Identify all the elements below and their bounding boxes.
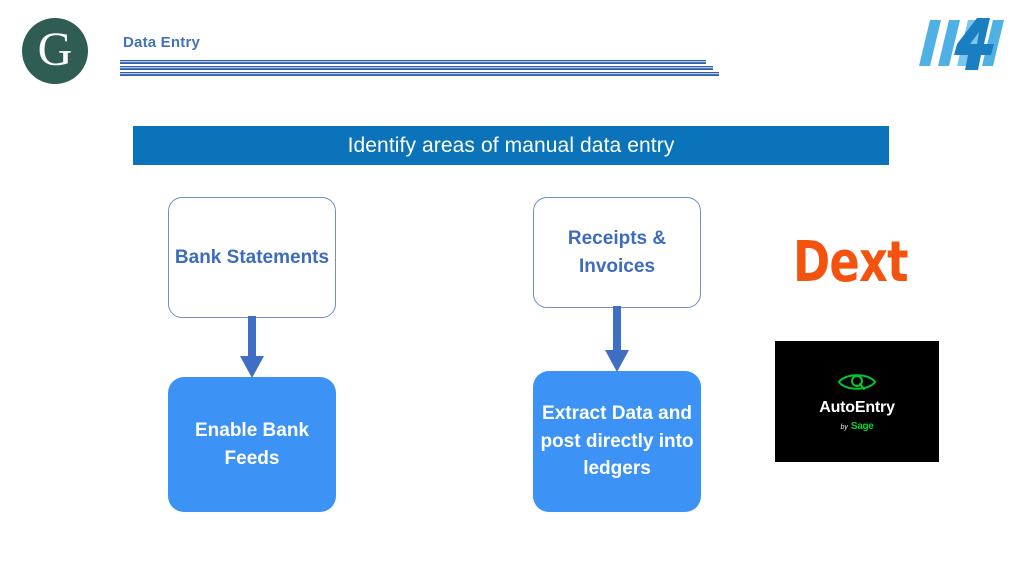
flow-node-bank-statements-label: Bank Statements [174,246,330,268]
flow-node-extract-data[interactable]: Extract Data and post directly into ledg… [533,371,701,512]
header-divider-line-1 [120,60,706,64]
flow-node-enable-bank-feeds[interactable]: Enable Bank Feeds [168,377,336,512]
autoentry-byline-sage: Sage [850,421,874,432]
arrow-down-receipts-invoices-to-extract-data [605,306,629,372]
flow-node-receipts-invoices[interactable]: Receipts & Invoices [533,197,701,308]
header-divider-line-3 [120,72,719,76]
section-banner-text: Identify areas of manual data entry [347,133,675,157]
autoentry-logo-wordmark: AutoEntry [819,399,895,416]
stylized-four-logo [914,14,1006,72]
company-g-logo-letter: G [37,23,73,76]
dext-logo: Dext [793,232,923,294]
autoentry-byline-by: by [840,424,848,431]
flow-node-extract-data-label: Extract Data and post directly into ledg… [540,403,694,480]
autoentry-byline: by Sage [840,421,873,432]
dext-logo-wordmark: Dext [793,230,908,295]
arrow-down-bank-statements-to-enable-bank-feeds [240,316,264,378]
autoentry-logo: AutoEntry by Sage [775,341,939,462]
section-banner: Identify areas of manual data entry [133,126,889,165]
page-title: Data Entry [123,34,201,51]
eye-icon [837,371,877,393]
flow-node-enable-bank-feeds-label: Enable Bank Feeds [194,419,310,469]
company-g-logo: G [22,18,88,84]
flow-node-receipts-invoices-label: Receipts & Invoices [567,227,667,277]
flow-node-bank-statements[interactable]: Bank Statements [168,197,336,318]
header-divider [120,60,740,76]
header-divider-line-2 [120,66,713,70]
